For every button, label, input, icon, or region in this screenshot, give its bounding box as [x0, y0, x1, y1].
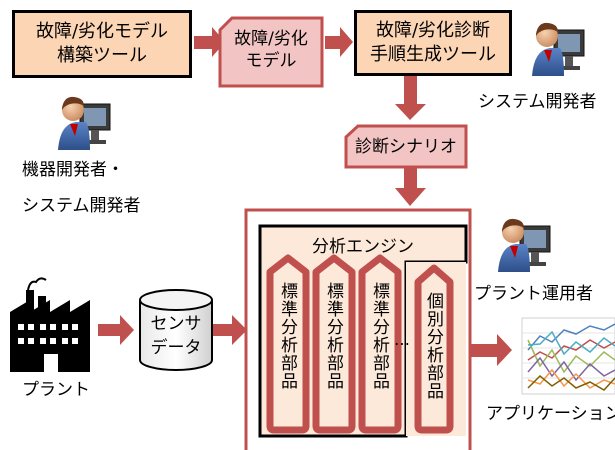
individual-part-shape	[414, 264, 454, 434]
plant-operator-person-icon	[498, 218, 551, 272]
model-shape	[218, 16, 324, 88]
model-label-line2: モデル	[245, 51, 297, 71]
individual-part-label: 個別分析部品	[423, 292, 443, 400]
model-builder-line2: 構築ツール	[57, 45, 147, 66]
model-builder-line1: 故障/劣化モデル	[35, 21, 169, 42]
device-developer-person-icon	[58, 96, 111, 150]
arrow-sensor-to-engine	[212, 315, 247, 345]
procedure-generator-line2: 手順生成ツール	[370, 44, 496, 65]
sensor-line2: データ	[150, 338, 202, 358]
standard-part-1-label: 標準分析部品	[277, 282, 297, 390]
sensor-data-cylinder	[139, 289, 213, 371]
device-developer-line2: システム開発者	[22, 196, 141, 216]
procedure-generator-tool: 故障/劣化診断 手順生成ツール	[354, 10, 512, 76]
device-developer-line1: 機器開発者・	[22, 160, 124, 180]
engine-outer-frame	[244, 208, 472, 450]
sensor-line1: センサ	[150, 314, 202, 334]
standard-part-3-label: 標準分析部品	[369, 282, 389, 390]
plant-operator-label: プラント運用者	[474, 284, 593, 304]
system-developer-person-icon	[532, 22, 585, 76]
application-chart-thumbnail	[521, 317, 615, 395]
arrow-plant-to-sensor	[98, 315, 134, 345]
system-developer-label: システム開発者	[478, 92, 597, 112]
engine-title: 分析エンジン	[312, 237, 414, 257]
model-builder-tool: 故障/劣化モデル 構築ツール	[12, 10, 192, 78]
plant-label: プラント	[22, 380, 90, 400]
procedure-generator-line1: 故障/劣化診断	[375, 20, 491, 41]
model-label: 故障/劣化 モデル	[220, 28, 322, 72]
scenario-label: 診断シナリオ	[355, 137, 457, 157]
arrow-generator-to-scenario	[395, 76, 426, 120]
standard-part-2-label: 標準分析部品	[323, 282, 343, 390]
factory-icon	[10, 277, 90, 372]
device-developer-label: 機器開発者・ システム開発者	[22, 152, 141, 224]
arrow-model-to-generator	[325, 27, 353, 57]
standard-part-shapes	[266, 254, 402, 434]
sensor-data-label: センサ データ	[140, 312, 212, 360]
arrow-engine-to-application	[471, 334, 512, 366]
application-label: アプリケーション	[486, 404, 615, 424]
parts-ellipsis: …	[394, 330, 410, 349]
scenario-shape	[344, 124, 468, 169]
arrow-scenario-to-engine	[395, 168, 426, 206]
model-label-line1: 故障/劣化	[234, 29, 308, 49]
